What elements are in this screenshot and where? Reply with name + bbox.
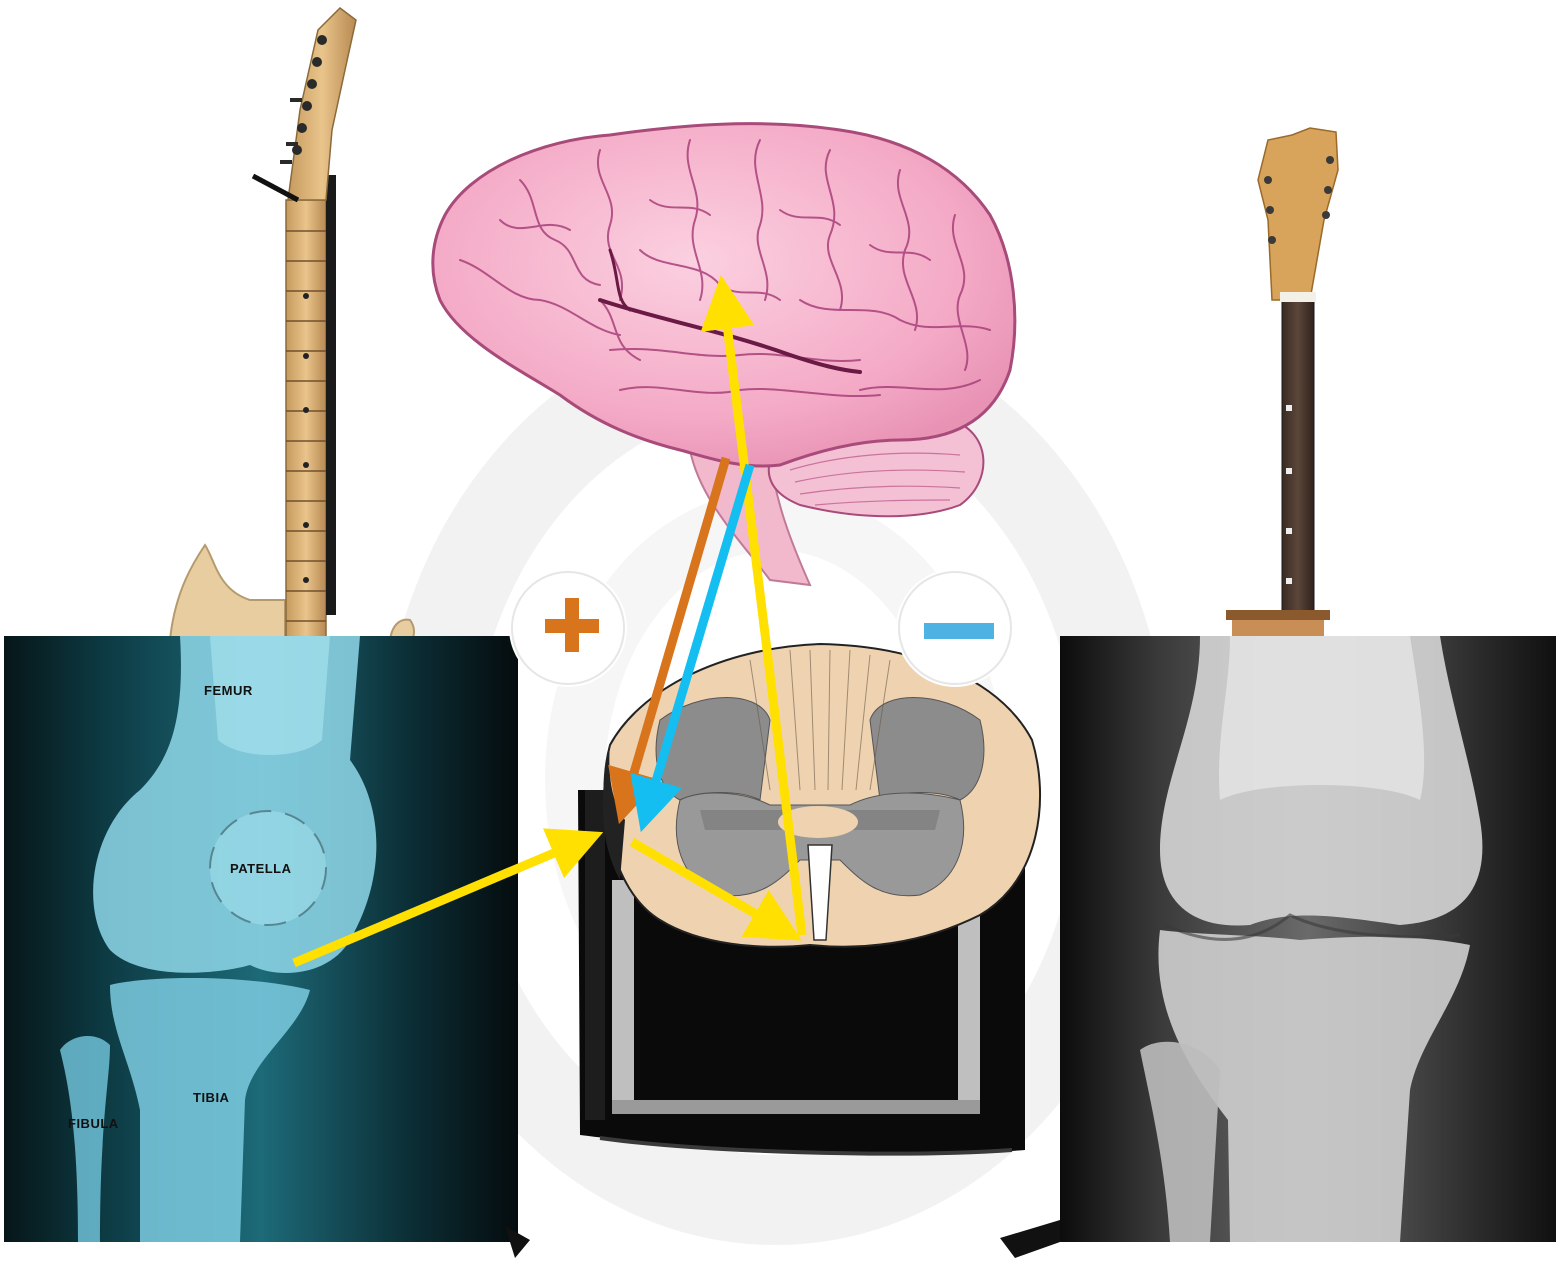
label-femur: FEMUR	[204, 683, 253, 698]
label-patella: PATELLA	[230, 861, 292, 876]
spinal-cord-cross-section	[603, 644, 1040, 947]
label-fibula: FIBULA	[68, 1116, 119, 1131]
xray-right-knee	[1060, 636, 1556, 1242]
guitar-left	[170, 8, 414, 640]
hammer-tip-right	[1000, 1220, 1060, 1258]
guitar-right	[1226, 128, 1338, 636]
minus-sign	[899, 572, 1011, 684]
plus-sign	[512, 572, 624, 684]
xray-left-knee: FEMUR PATELLA TIBIA FIBULA	[4, 636, 518, 1242]
label-tibia: TIBIA	[193, 1090, 230, 1105]
